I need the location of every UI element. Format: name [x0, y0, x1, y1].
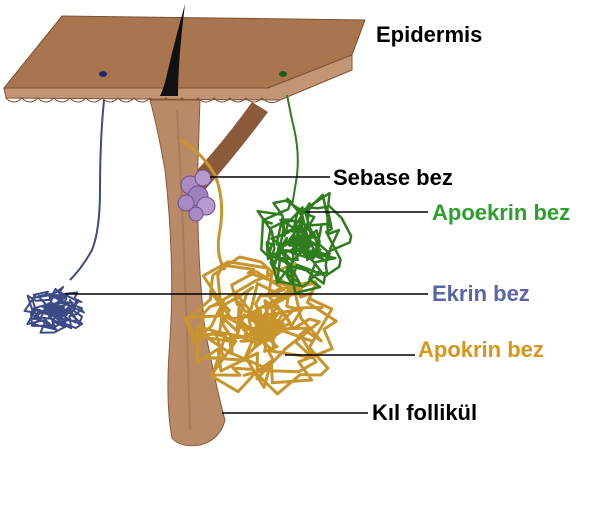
label-sebase-bez: Sebase bez	[333, 165, 453, 190]
epidermis-layer	[2, 15, 366, 104]
apoekrin-duct	[286, 94, 299, 206]
apokrin-gland-coil	[183, 255, 338, 396]
apoekrin-coil-path	[256, 191, 353, 295]
apokrin-duct	[179, 138, 227, 271]
hair-shaft	[160, 4, 185, 96]
label-ekrin-bez: Ekrin bez	[432, 281, 530, 306]
ekrin-coil-path	[23, 285, 85, 334]
apoekrin-gland-coil	[256, 191, 353, 295]
sebaceous-gland	[177, 169, 216, 222]
apokrin-coil-path	[183, 255, 338, 396]
ekrin-duct	[69, 99, 105, 281]
label-apoekrin-bez: Apoekrin bez	[432, 200, 570, 225]
label-kil-follikul: Kıl follikül	[372, 400, 477, 425]
ekrin-gland-coil	[23, 285, 85, 334]
label-apokrin-bez: Apokrin bez	[418, 337, 544, 362]
label-epidermis: Epidermis	[376, 22, 482, 47]
